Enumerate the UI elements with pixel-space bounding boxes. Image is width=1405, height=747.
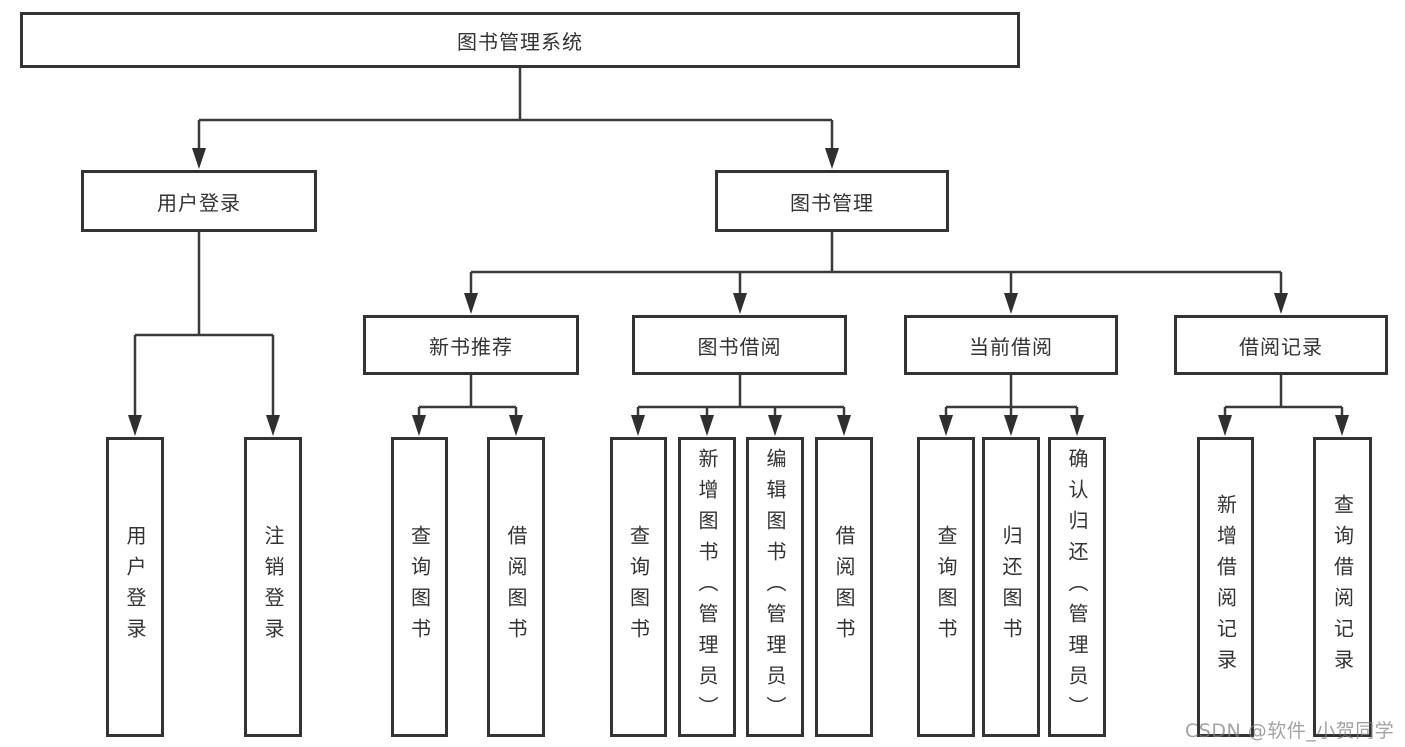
node-label: 图书借阅 [697, 334, 782, 359]
node-book-management: 图书管理 [715, 170, 949, 232]
node-label: 借阅图书 [832, 525, 856, 649]
node-label: 注销登录 [261, 525, 285, 649]
node-label: 新增借阅记录 [1213, 494, 1238, 680]
node-label: 用户登录 [123, 525, 147, 649]
leaf-return-books: 归还图书 [982, 437, 1040, 737]
node-book-borrowing: 图书借阅 [632, 315, 847, 375]
leaf-user-login: 用户登录 [106, 437, 164, 737]
leaf-add-book-admin: 新增图书（管理员） [678, 437, 736, 737]
node-borrowing-records: 借阅记录 [1174, 315, 1388, 375]
leaf-edit-book-admin: 编辑图书（管理员） [746, 437, 804, 737]
node-label: 归还图书 [999, 525, 1023, 649]
node-label: 用户登录 [157, 190, 241, 215]
node-label: 借阅图书 [504, 525, 528, 649]
node-label: 图书管理系统 [457, 29, 583, 54]
leaf-query-books-borrowing: 查询图书 [610, 437, 667, 737]
csdn-watermark: CSDN @软件_小贺同学 [1185, 720, 1395, 742]
node-label: 查询图书 [934, 525, 958, 649]
leaf-query-borrow-record: 查询借阅记录 [1313, 437, 1372, 737]
leaf-borrow-books: 借阅图书 [815, 437, 873, 737]
arrowheads [128, 148, 1349, 436]
leaf-confirm-return-admin: 确认归还（管理员） [1048, 437, 1106, 737]
node-label: 查询借阅记录 [1330, 494, 1355, 680]
node-current-borrowing: 当前借阅 [904, 315, 1118, 375]
leaf-query-books-recommend: 查询图书 [391, 437, 448, 737]
node-label: 当前借阅 [969, 334, 1053, 359]
node-label: 新书推荐 [429, 334, 513, 359]
leaf-query-books-current: 查询图书 [917, 437, 975, 737]
node-new-book-recommend: 新书推荐 [363, 315, 579, 375]
leaf-add-borrow-record: 新增借阅记录 [1197, 437, 1254, 737]
node-label: 新增图书（管理员） [695, 447, 719, 727]
leaf-borrow-books-recommend: 借阅图书 [487, 437, 545, 737]
node-label: 查询图书 [407, 525, 432, 649]
node-user-login: 用户登录 [81, 170, 317, 232]
node-label: 借阅记录 [1239, 334, 1323, 359]
node-library-management-system: 图书管理系统 [20, 12, 1020, 68]
leaf-logout: 注销登录 [244, 437, 302, 737]
node-label: 编辑图书（管理员） [763, 447, 787, 727]
node-label: 查询图书 [626, 525, 651, 649]
node-label: 确认归还（管理员） [1065, 447, 1089, 727]
node-label: 图书管理 [790, 190, 874, 215]
